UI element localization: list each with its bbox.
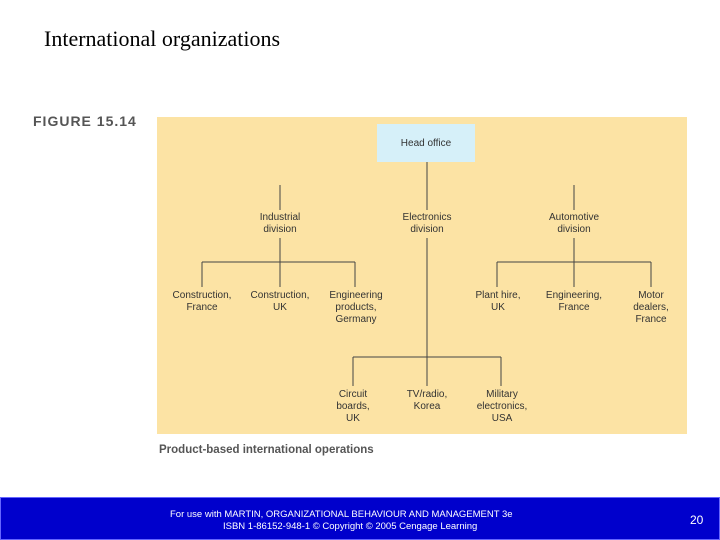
figure-panel [157,117,687,434]
figure-label: FIGURE 15.14 [33,113,137,129]
unit-construction-france: Construction, France [172,290,232,313]
division-industrial: Industrial division [259,212,301,235]
page-number: 20 [690,513,704,527]
footer-line-1: For use with MARTIN, ORGANIZATIONAL BEHA… [170,509,513,520]
unit-military-electronics-usa: Military electronics, USA [476,389,528,424]
unit-circuit-boards-uk: Circuit boards, UK [336,389,370,424]
unit-tv-radio-korea: TV/radio, Korea [406,389,448,412]
division-automotive: Automotive division [548,212,600,235]
footer-line-2: ISBN 1-86152-948-1 © Copyright © 2005 Ce… [223,521,478,532]
unit-motor-dealers-france: Motor dealers, France [633,290,669,325]
slide-title: International organizations [44,26,281,51]
figure-caption: Product-based international operations [159,444,374,456]
head-office-box [377,124,475,162]
head-office-label: Head office [400,138,452,149]
unit-construction-uk: Construction, UK [250,290,310,313]
unit-plant-hire-uk: Plant hire, UK [475,290,521,313]
division-electronics: Electronics division [402,212,452,235]
unit-engineering-france: Engineering, France [545,290,603,313]
unit-engineering-products-germany: Engineering products, Germany [329,290,383,325]
